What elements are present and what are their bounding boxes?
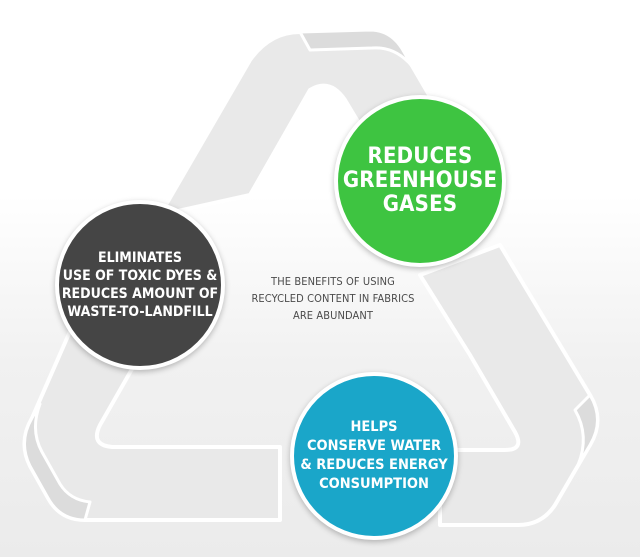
benefit-water-line-1: HELPS bbox=[350, 419, 398, 436]
benefit-toxic-dyes-text: ELIMINATES USE OF TOXIC DYES & REDUCES A… bbox=[62, 249, 218, 322]
recycle-arrow-top-fold bbox=[298, 28, 414, 68]
benefit-reduces-greenhouse-gases: REDUCES GREENHOUSE GASES bbox=[334, 95, 506, 267]
benefit-water-line-3: & REDUCES ENERGY bbox=[300, 457, 448, 473]
benefit-water-energy-text: HELPS CONSERVE WATER & REDUCES ENERGY CO… bbox=[300, 418, 447, 493]
center-caption-line-2: RECYCLED CONTENT IN FABRICS bbox=[251, 292, 415, 306]
benefit-greenhouse-line-2: GREENHOUSE bbox=[342, 168, 498, 194]
recycle-arrow-right-fold bbox=[573, 393, 599, 467]
benefit-eliminates-toxic-dyes: ELIMINATES USE OF TOXIC DYES & REDUCES A… bbox=[55, 200, 225, 370]
benefit-greenhouse-line-3: GASES bbox=[382, 191, 458, 217]
center-caption-line-1: THE BENEFITS OF USING bbox=[271, 275, 395, 288]
benefit-water-line-2: CONSERVE WATER bbox=[306, 438, 442, 455]
benefit-greenhouse-line-1: REDUCES bbox=[367, 144, 473, 170]
benefit-toxic-line-1: ELIMINATES bbox=[97, 249, 182, 266]
benefit-toxic-line-2: USE OF TOXIC DYES & bbox=[62, 267, 218, 284]
recycle-arrow-left-fold bbox=[23, 402, 92, 522]
benefit-conserve-water: HELPS CONSERVE WATER & REDUCES ENERGY CO… bbox=[290, 372, 458, 540]
benefit-toxic-line-4: WASTE-TO-LANDFILL bbox=[67, 304, 213, 321]
benefit-water-line-4: CONSUMPTION bbox=[319, 475, 429, 492]
benefit-greenhouse-text: REDUCES GREENHOUSE GASES bbox=[343, 145, 497, 216]
center-caption-line-3: ARE ABUNDANT bbox=[292, 309, 374, 323]
benefit-toxic-line-3: REDUCES AMOUNT OF bbox=[61, 286, 219, 302]
center-caption: THE BENEFITS OF USING RECYCLED CONTENT I… bbox=[238, 273, 428, 324]
